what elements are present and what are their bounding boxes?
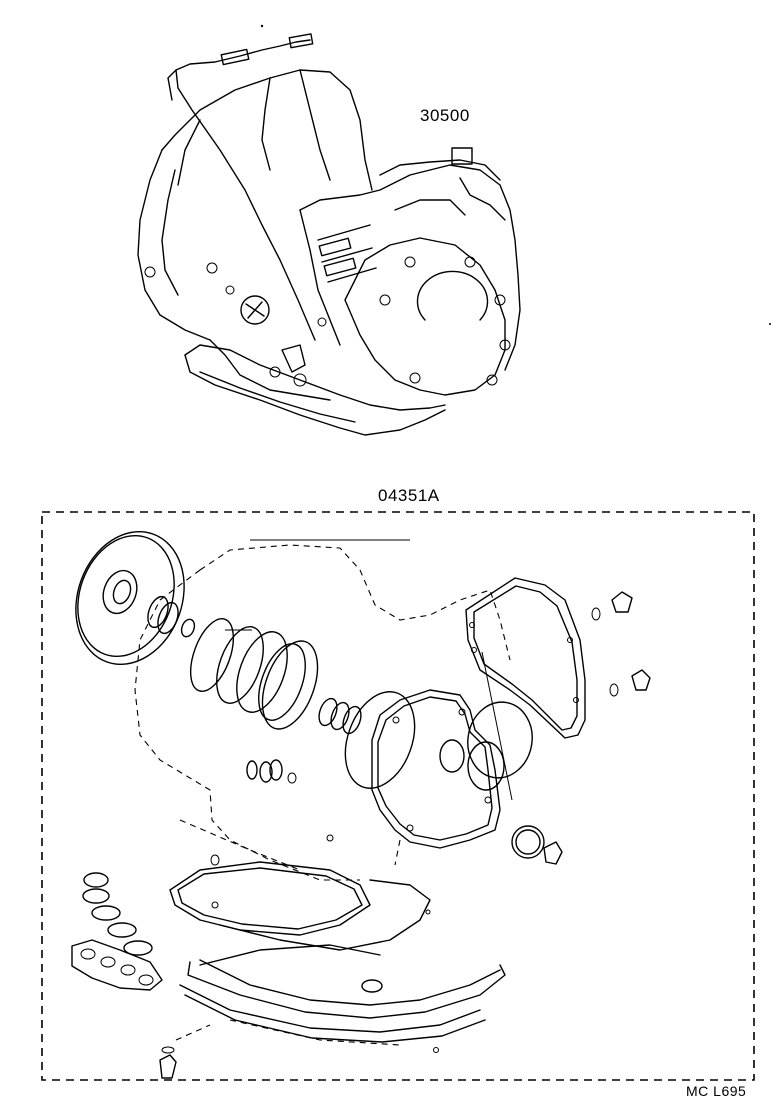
drain-plug: [159, 1024, 211, 1079]
small-gaskets-left: [71, 872, 163, 991]
seal-rings: [75, 530, 545, 859]
transmission-silhouette: [134, 544, 511, 881]
leader-line: [481, 651, 513, 801]
valve-cover-gasket: [465, 577, 586, 739]
diagram-code: MC L695: [686, 1083, 747, 1099]
kit-part-number: 04351A: [378, 486, 440, 505]
assembly-part-number: 30500: [420, 106, 470, 125]
case-gasket: [371, 689, 501, 849]
valve-body-gaskets: [169, 834, 506, 1053]
transaxle-assembly: [137, 33, 521, 436]
kit-frame: [41, 511, 755, 1081]
plugs-right: [543, 591, 651, 865]
